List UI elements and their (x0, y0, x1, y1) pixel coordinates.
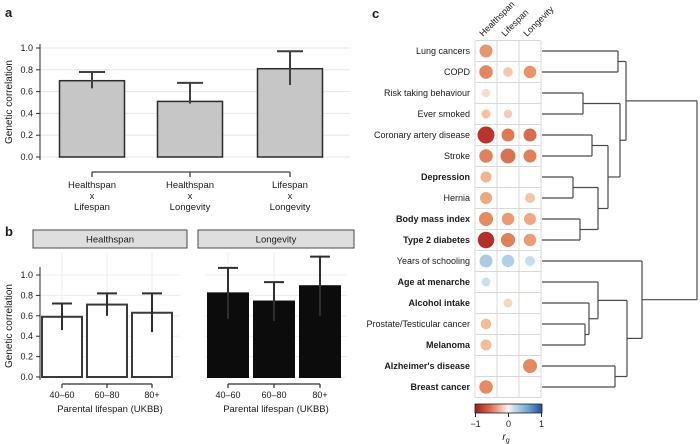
correlation-dot (503, 298, 513, 308)
colorbar-tick-label: 1 (539, 419, 544, 429)
y-tick-label: 0.6 (20, 87, 33, 97)
x-tick-label: 80+ (312, 390, 327, 400)
panel-letter-b: b (5, 224, 13, 239)
x-category-label: x (90, 191, 95, 202)
row-label: Stroke (444, 151, 470, 161)
correlation-dot (501, 233, 515, 247)
correlation-dot (523, 149, 537, 163)
x-tick-label: 60–80 (94, 390, 119, 400)
correlation-dot (501, 254, 515, 268)
row-label: Coronary artery disease (374, 130, 470, 140)
correlation-dot (523, 359, 537, 373)
row-label: Alzheimer's disease (384, 361, 470, 371)
row-label: Alcohol intake (408, 298, 470, 308)
y-tick-label: 0.8 (20, 290, 33, 300)
correlation-dot (480, 192, 492, 204)
colorbar (474, 403, 543, 414)
y-tick-label: 1.0 (20, 270, 33, 280)
row-label: Risk taking behaviour (384, 88, 470, 98)
colorbar-tick-label: −1 (470, 419, 480, 429)
correlation-dot (481, 88, 491, 98)
x-category-label: Lifespan (272, 180, 308, 191)
y-tick-label: 0.0 (20, 372, 33, 382)
bar (156, 100, 224, 158)
row-label: Type 2 diabetes (403, 235, 470, 245)
x-tick-label: 40–60 (49, 390, 74, 400)
y-tick-label: 0.4 (20, 108, 33, 118)
correlation-dot (480, 171, 492, 183)
row-label: Ever smoked (417, 109, 470, 119)
y-tick-label: 0.2 (20, 352, 33, 362)
y-tick-label: 1.0 (20, 43, 33, 53)
correlation-dot (500, 148, 516, 164)
x-category-label: Longevity (270, 202, 311, 213)
row-label: Melanoma (426, 340, 471, 350)
correlation-dot (523, 128, 537, 142)
colorbar-tick-label: 0 (506, 419, 511, 429)
correlation-dot (481, 109, 491, 119)
row-label: Age at menarche (397, 277, 470, 287)
colorbar-axis-label: rg (502, 432, 509, 444)
row-label: Hernia (443, 193, 470, 203)
panel-b-parental-lifespan-chart: Healthspan 40–60 60–80 80+ Parental lifespan… (4, 224, 355, 415)
correlation-dot (479, 149, 493, 163)
x-category-label: x (188, 191, 193, 202)
bar (58, 79, 126, 158)
correlation-dot (503, 67, 513, 77)
correlation-dot (501, 128, 515, 142)
row-label: Lung cancers (416, 46, 471, 56)
x-tick-label: 60–80 (261, 390, 286, 400)
correlation-dot (481, 277, 491, 287)
panel-header-label: Longevity (256, 235, 297, 246)
correlation-dot (525, 193, 535, 203)
correlation-dot (480, 339, 492, 351)
x-tick-label: 40–60 (215, 390, 240, 400)
y-axis-label: Genetic correlation (4, 284, 15, 368)
x-axis-label: Parental lifespan (UKBB) (223, 404, 329, 415)
y-tick-label: 0.0 (20, 152, 33, 162)
row-label: Prostate/Testicular cancer (366, 319, 470, 329)
correlation-dot (501, 212, 515, 226)
correlation-dot (479, 212, 493, 226)
y-axis-label: Genetic correlation (4, 60, 15, 144)
x-tick-label: 80+ (144, 390, 159, 400)
correlation-dot (525, 256, 535, 266)
panel-letter-a: a (5, 5, 13, 20)
y-tick-label: 0.6 (20, 311, 33, 321)
correlation-dot (523, 65, 537, 79)
correlation-dot (477, 126, 495, 144)
row-label: Breast cancer (410, 382, 470, 392)
correlation-dot (477, 231, 495, 249)
correlation-dot (479, 254, 493, 268)
correlation-dot (523, 233, 537, 247)
x-category-label: Healthspan (68, 180, 116, 191)
correlation-dot (479, 65, 493, 79)
x-category-label: x (288, 191, 293, 202)
correlation-dot (503, 109, 513, 119)
panel-header-box (32, 229, 188, 249)
correlation-dot (524, 213, 536, 225)
correlation-dot (480, 318, 492, 330)
panel-letter-c: c (372, 6, 379, 21)
column-label: Longevity (521, 4, 556, 39)
row-label: Depression (421, 172, 470, 182)
x-category-label: Healthspan (166, 180, 214, 191)
correlation-dot (479, 44, 493, 58)
correlation-dot (479, 380, 493, 394)
y-tick-label: 0.8 (20, 65, 33, 75)
row-label: COPD (444, 67, 471, 77)
panel-header-box (197, 229, 355, 249)
bar (131, 311, 173, 378)
x-category-label: Longevity (170, 202, 211, 213)
y-tick-label: 0.2 (20, 130, 33, 140)
panel-header-label: Healthspan (86, 235, 134, 246)
row-label: Years of schooling (397, 256, 470, 266)
row-label: Body mass index (396, 214, 470, 224)
x-category-label: Lifespan (74, 202, 110, 213)
y-tick-label: 0.4 (20, 331, 33, 341)
x-axis-label: Parental lifespan (UKBB) (57, 404, 163, 415)
